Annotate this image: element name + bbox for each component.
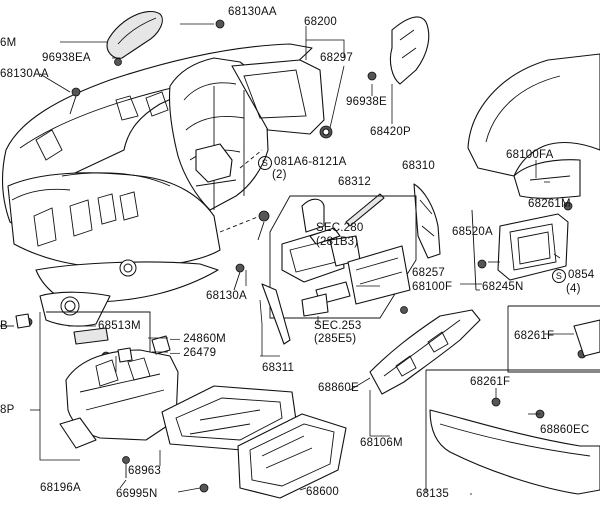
label-68312: 68312 [338, 176, 371, 188]
label-24860M: — 24860M [170, 333, 226, 345]
display-bezel-part [471, 209, 569, 291]
label-68513M: 68513M [98, 320, 141, 332]
label-sec280: SEC.280 [316, 222, 364, 234]
lower-bracket-part [369, 309, 481, 437]
label-68245N: 68245N [482, 281, 524, 293]
label-281B3: (281B3) [316, 236, 359, 248]
label-96938EA: 96938EA [42, 52, 91, 64]
label-68261F-right: 68261F [514, 330, 555, 342]
label-68420P: 68420P [370, 126, 411, 138]
instrument-panel-part [2, 43, 325, 327]
clip-part [15, 313, 31, 329]
duct-strip-part [345, 193, 385, 227]
right-inset-box [507, 305, 600, 373]
label-081A6-text: 081A6-8121A [274, 156, 347, 168]
label-68135: 68135 [416, 488, 449, 500]
label-68130AA-top: 68130AA [228, 6, 277, 18]
defroster-cover-part [106, 10, 163, 59]
side-trim-part [371, 16, 430, 124]
label-6M: 6M [0, 37, 17, 49]
label-96938E: 96938E [346, 96, 387, 108]
center-stack-part [269, 195, 417, 324]
label-68860E: 68860E [318, 382, 359, 394]
vertical-trim-part [413, 183, 441, 259]
label-26479-text: 26479 [183, 347, 217, 359]
label-68261M: 68261M [528, 198, 571, 210]
label-68196A: 68196A [40, 482, 81, 494]
label-66995N: 66995N [116, 488, 158, 500]
label-68520A: 68520A [452, 226, 493, 238]
glove-box-tray-part [237, 413, 347, 499]
label-68310: 68310 [402, 160, 435, 172]
label-0854-text: 0854 [568, 269, 595, 281]
glove-box-part [30, 311, 179, 461]
label-68860EC: 68860EC [540, 424, 590, 436]
label-8P: 8P [0, 404, 15, 416]
label-24860M-text: 24860M [183, 333, 226, 345]
label-081A6-qty: (2) [272, 169, 287, 181]
label-68100F: 68100F [412, 281, 453, 293]
label-B-left: B [0, 320, 8, 332]
bracket-part [259, 283, 291, 357]
label-68963: 68963 [128, 465, 161, 477]
label-68200: 68200 [304, 16, 337, 28]
label-68297: 68297 [320, 52, 353, 64]
label-68257: 68257 [412, 267, 445, 279]
label-0854-qty: (4) [566, 283, 581, 295]
cluster-hood-part [467, 53, 600, 199]
label-68106M: 68106M [360, 437, 403, 449]
label-68100FA: 68100FA [506, 149, 554, 161]
label-26479: — 26479 [170, 347, 217, 359]
label-68311: 68311 [262, 362, 295, 374]
label-68130A: 68130A [206, 290, 247, 302]
label-68600: 68600 [306, 486, 339, 498]
label-285E5: (285E5) [314, 333, 357, 345]
label-68261F-low: 68261F [470, 376, 511, 388]
label-sec253: SEC.253 [314, 320, 362, 332]
console-finisher-part [425, 369, 600, 495]
label-68130AA-left: 68130AA [0, 68, 49, 80]
